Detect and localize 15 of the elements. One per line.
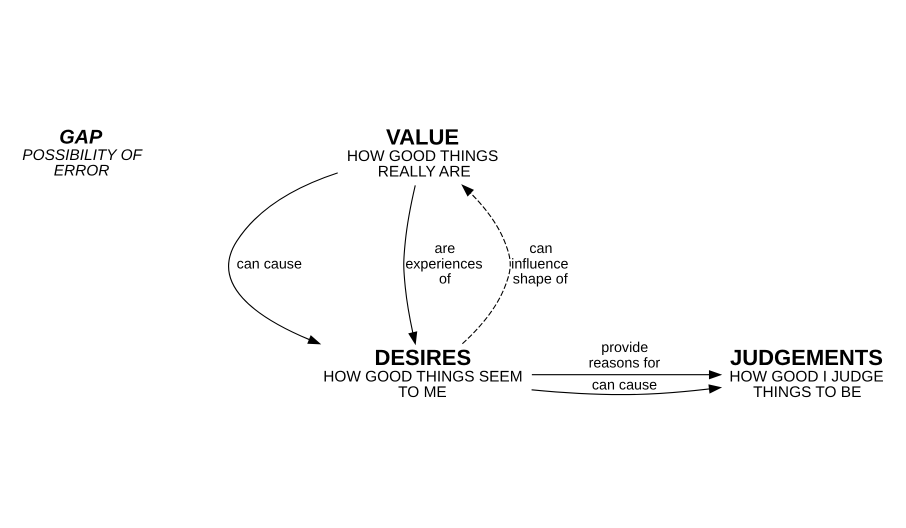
edge-label: are experiences of bbox=[405, 240, 483, 288]
label: GAP bbox=[59, 126, 102, 148]
label: POSSIBILITY OF ERROR bbox=[22, 146, 142, 179]
arrow bbox=[228, 172, 338, 344]
node-text: DESIRES HOW GOOD THINGS SEEM TO ME bbox=[323, 344, 523, 400]
edge-label: provide reasons for bbox=[588, 340, 660, 371]
edge-label: can cause bbox=[236, 256, 302, 272]
node-text: VALUE HOW GOOD THINGS REALLY ARE bbox=[346, 124, 498, 180]
node-text: JUDGEMENTS HOW GOOD I JUDGE THINGS TO BE bbox=[729, 344, 884, 400]
arrow bbox=[532, 384, 722, 395]
edge-label: can cause bbox=[592, 377, 658, 393]
arrow bbox=[403, 184, 418, 345]
arrow bbox=[461, 184, 511, 344]
arrow bbox=[532, 370, 722, 379]
edge-label: can influence shape of bbox=[511, 240, 568, 288]
